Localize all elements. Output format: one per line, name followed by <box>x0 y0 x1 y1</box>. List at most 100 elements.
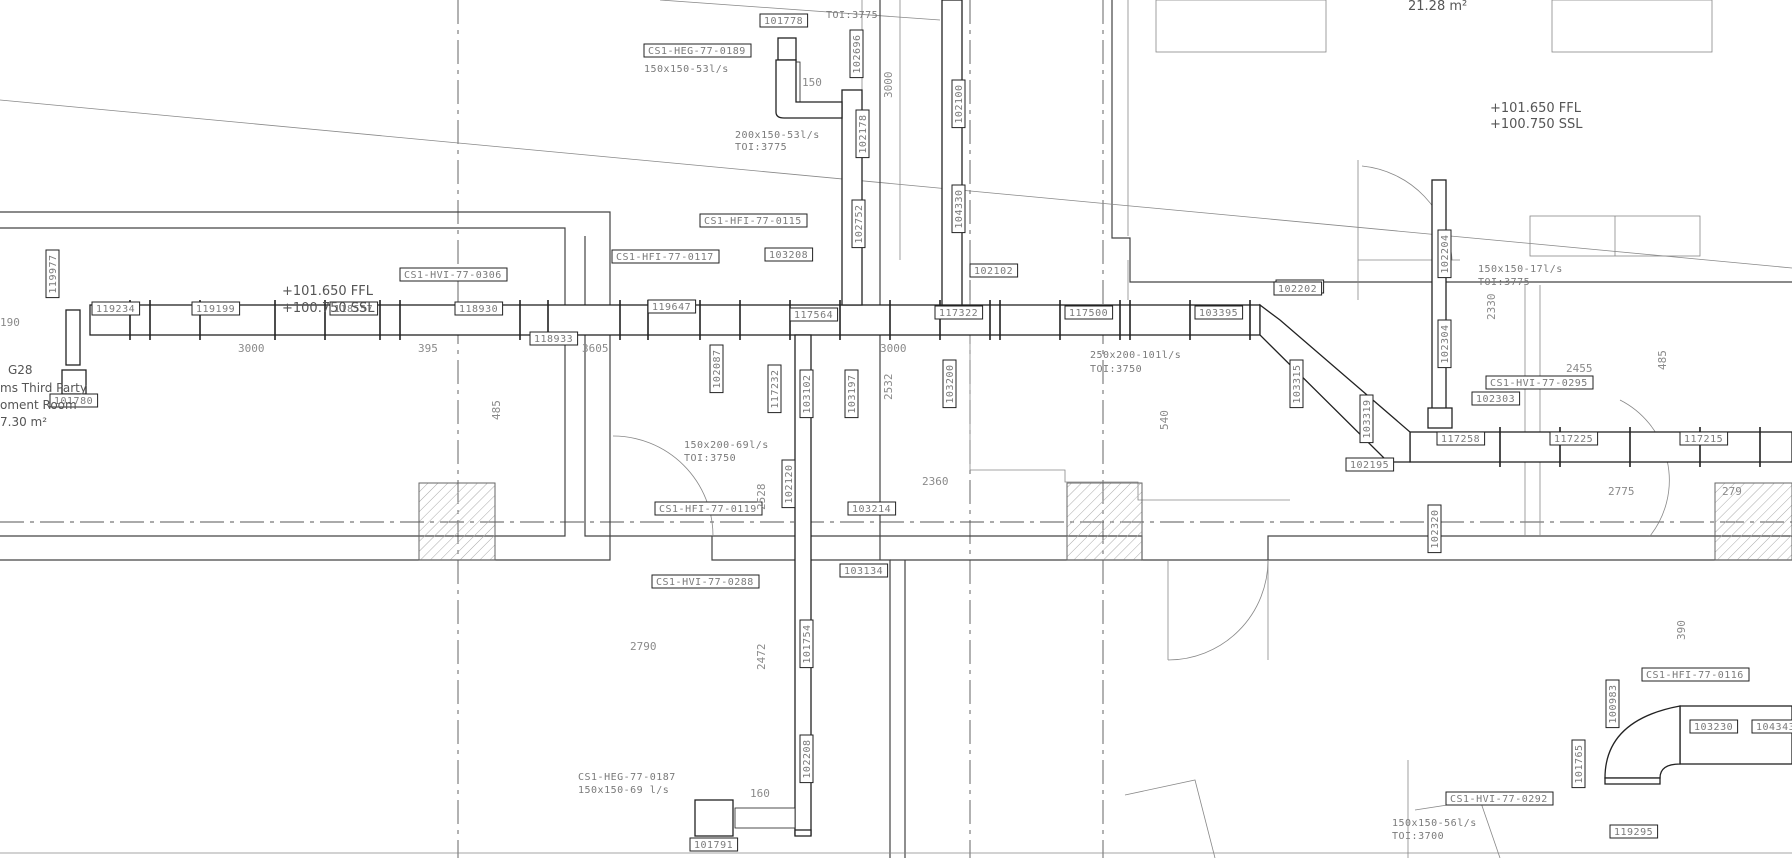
tag-box <box>1485 375 1594 390</box>
tag-box <box>844 369 859 419</box>
tag-label: CS1-HEG-77-0189 <box>648 46 746 57</box>
tag-box <box>934 305 984 320</box>
tag-label: CS1-HFI-77-0116 <box>1646 670 1744 681</box>
tag-label: 101765 <box>1574 744 1585 783</box>
room-label: G28 <box>8 363 33 377</box>
dimension-label: 3000 <box>880 342 907 355</box>
tag-box <box>839 563 889 578</box>
tag-box <box>1273 281 1323 296</box>
tag-label: 102100 <box>954 84 965 123</box>
tag-label: 103102 <box>802 374 813 413</box>
tag-box <box>849 29 864 79</box>
tag-label: 102303 <box>1476 394 1515 405</box>
tag-box <box>851 199 866 249</box>
tag-box <box>855 109 870 159</box>
annotation-label: 200x150-53l/s <box>735 130 820 141</box>
dimension-label: 395 <box>418 342 438 355</box>
annotation-label: TOI:3750 <box>1090 364 1142 375</box>
annotation-label: TOI:3775 <box>826 10 878 21</box>
tag-label: 118930 <box>459 304 498 315</box>
tag-box <box>454 301 504 316</box>
tag-label: 119295 <box>1614 827 1653 838</box>
tag-box <box>781 459 796 509</box>
dimension-label: 2330 <box>1485 294 1498 321</box>
tag-box <box>1437 319 1452 369</box>
tag-box <box>799 734 814 784</box>
tag-box <box>759 13 809 28</box>
annotation-label: TOI:3775 <box>1478 277 1530 288</box>
dimension-label: 160 <box>750 787 770 800</box>
tag-label: 101780 <box>54 396 93 407</box>
tag-label: 119234 <box>96 304 135 315</box>
tag-box <box>1345 457 1395 472</box>
dimension-label: 150 <box>802 76 822 89</box>
tag-label: 102204 <box>1440 234 1451 273</box>
dimension-label: 390 <box>1675 620 1688 640</box>
tag-box <box>191 301 241 316</box>
tag-box <box>647 299 697 314</box>
tag-label: 101791 <box>694 840 733 851</box>
tag-box <box>399 267 508 282</box>
room-label: ms Third Party <box>0 381 87 395</box>
tag-label: 103395 <box>1199 308 1238 319</box>
annotation-label: 21.28 m² <box>1408 0 1467 14</box>
annotation-label: TOI:3775 <box>735 142 787 153</box>
tag-box <box>1064 305 1114 320</box>
tag-box <box>1605 679 1620 729</box>
tag-box <box>847 501 897 516</box>
dimension-label: 2528 <box>755 484 768 511</box>
dimension-label: 2532 <box>882 374 895 401</box>
tag-label: 119977 <box>48 254 59 293</box>
tag-box <box>1194 305 1244 320</box>
tag-label: 101754 <box>802 624 813 663</box>
dimension-label: 3605 <box>582 342 609 355</box>
tag-label: CS1-HVI-77-0292 <box>1450 794 1548 805</box>
tag-box <box>1609 824 1659 839</box>
tag-box <box>767 364 782 414</box>
tag-label: 117225 <box>1554 434 1593 445</box>
tag-labels: CS1-HEG-77-0189CS1-HFI-77-0115CS1-HFI-77… <box>45 13 1792 852</box>
tag-box <box>329 301 379 316</box>
tag-box <box>764 247 814 262</box>
tag-label: 102102 <box>974 266 1013 277</box>
annotation-label: 250x200-101l/s <box>1090 350 1181 361</box>
tag-box <box>45 249 60 299</box>
tag-label: 100983 <box>1608 684 1619 723</box>
tag-box <box>1689 719 1739 734</box>
tag-label: 103230 <box>1694 722 1733 733</box>
tag-label: 104330 <box>954 189 965 228</box>
tag-label: 102304 <box>1440 324 1451 363</box>
dimension-label: 485 <box>490 400 503 420</box>
dimension-label: 190 <box>0 316 20 329</box>
tag-label: 102696 <box>852 34 863 73</box>
annotation-label: TOI:3750 <box>684 453 736 464</box>
tag-box <box>1436 431 1486 446</box>
tag-label: 117232 <box>770 369 781 408</box>
annotation-label: 150x150-56l/s <box>1392 818 1477 829</box>
tag-label: CS1-HVI-77-0295 <box>1490 378 1588 389</box>
tag-box <box>1359 394 1374 444</box>
tag-label: 117322 <box>939 308 978 319</box>
tag-label: 102178 <box>858 114 869 153</box>
annotation-label: TOI:3700 <box>1392 831 1444 842</box>
tag-label: CS1-HVI-77-0306 <box>404 270 502 281</box>
tag-box <box>942 359 957 409</box>
dimension-label: 2790 <box>630 640 657 653</box>
tag-label: 102087 <box>712 349 723 388</box>
tag-label: 102202 <box>1278 284 1317 295</box>
dimension-label: 485 <box>1656 350 1669 370</box>
annotation-labels: 21.28 m²+101.650 FFL+100.750 SSL+101.650… <box>0 0 1742 842</box>
tag-label: CS1-HVI-77-0288 <box>656 577 754 588</box>
tag-label: 102120 <box>784 464 795 503</box>
tag-box <box>969 263 1019 278</box>
tag-label: 103214 <box>852 504 891 515</box>
annotation-label: +101.650 FFL <box>282 284 374 299</box>
tag-box <box>709 344 724 394</box>
room-label: oment Room <box>0 398 77 412</box>
tag-box <box>699 213 808 228</box>
tag-box <box>529 331 579 346</box>
tag-label: 101778 <box>764 16 803 27</box>
tag-box <box>49 393 99 408</box>
tag-label: CS1-HFI-77-0117 <box>616 252 714 263</box>
